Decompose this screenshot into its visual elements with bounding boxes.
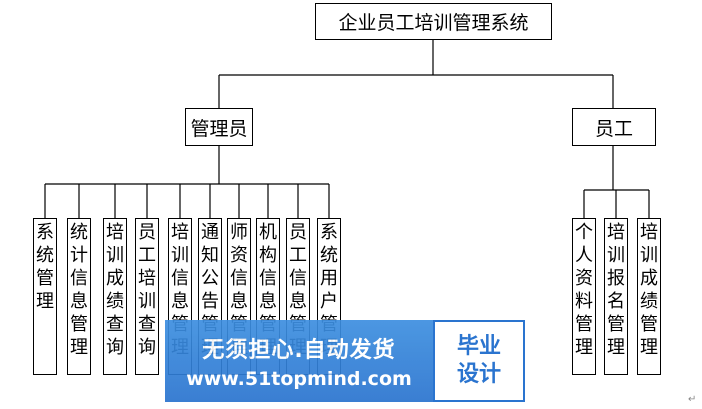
employee-leaf-label: 培训成绩管理 <box>639 222 658 358</box>
admin-node: 管理员 <box>185 108 253 146</box>
admin-leaf-label: 系统管理 <box>35 222 54 312</box>
paragraph-mark-icon: ↵ <box>688 394 697 405</box>
watermark-badge-line1: 毕业 <box>456 334 501 359</box>
employee-leaf-node: 个人资料管理 <box>572 218 596 375</box>
admin-leaf-node: 员工培训查询 <box>135 218 159 375</box>
watermark-slogan: 无须担心.自动发货 <box>202 338 396 363</box>
watermark-badge: 毕业 设计 <box>433 320 525 402</box>
admin-leaf-label: 系统用户管理 <box>319 222 338 358</box>
root-label: 企业员工培训管理系统 <box>338 12 529 34</box>
admin-leaf-label: 培训成绩查询 <box>105 222 124 358</box>
admin-leaf-label: 员工培训查询 <box>137 222 156 358</box>
watermark-banner: 无须担心.自动发货 www.51topmind.com 毕业 设计 <box>165 320 525 402</box>
watermark-text-panel: 无须担心.自动发货 www.51topmind.com <box>165 320 433 402</box>
admin-leaf-node: 系统管理 <box>33 218 57 375</box>
watermark-badge-line2: 设计 <box>456 362 501 387</box>
employee-leaf-node: 培训成绩管理 <box>637 218 661 375</box>
employee-node: 员工 <box>572 108 656 146</box>
employee-leaf-label: 培训报名管理 <box>606 222 625 358</box>
root-node: 企业员工培训管理系统 <box>315 3 552 40</box>
employee-leaf-node: 培训报名管理 <box>604 218 628 375</box>
employee-leaf-label: 个人资料管理 <box>574 222 593 358</box>
admin-leaf-node: 统计信息管理 <box>67 218 91 375</box>
admin-leaf-label: 统计信息管理 <box>69 222 88 358</box>
watermark-url: www.51topmind.com <box>186 368 412 390</box>
admin-label: 管理员 <box>190 117 248 140</box>
admin-leaf-node: 培训成绩查询 <box>103 218 127 375</box>
employee-label: 员工 <box>594 117 633 140</box>
